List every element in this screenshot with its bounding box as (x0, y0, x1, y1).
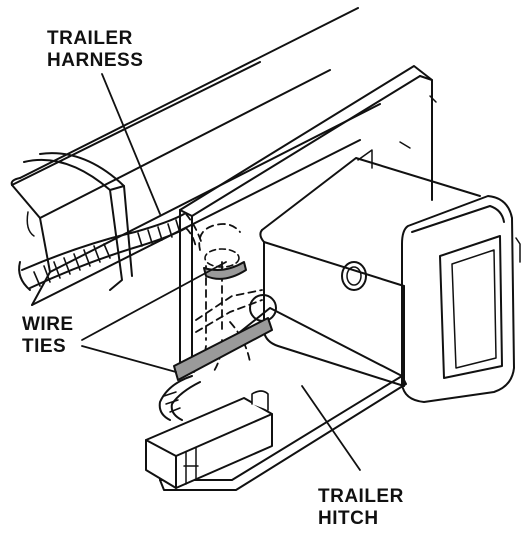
trailer-harness-cable (18, 213, 187, 291)
connector-cable (158, 375, 201, 421)
trailer-harness-label: TRAILER HARNESS (47, 28, 143, 72)
receiver-collar (401, 195, 521, 403)
wire-tie-lower (173, 317, 273, 381)
receiver-tube (259, 157, 481, 387)
trailer-harness-label-line-2: HARNESS (47, 50, 144, 71)
wire-tie-leader-upper (81, 261, 227, 341)
hitch-mounting-plate (179, 65, 433, 371)
wire-tie-upper (203, 248, 247, 280)
wire-tie-leader-lower (81, 345, 177, 373)
wire-ties-label-line-1: WIRE (22, 314, 74, 335)
frame-strap (23, 152, 133, 291)
trailer-plug-connector (145, 390, 273, 489)
trailer-hitch-label-line-2: HITCH (318, 508, 379, 529)
harness-leader-line (101, 73, 161, 215)
trailer-hitch-label: TRAILER HITCH (318, 486, 404, 530)
hitch-leader-line (301, 385, 361, 471)
leader-lines (81, 73, 361, 471)
wire-ties-label-line-2: TIES (22, 336, 67, 357)
wire-ties-label: WIRE TIES (22, 314, 74, 358)
trailer-harness-label-line-1: TRAILER (47, 28, 133, 49)
trailer-hitch-label-line-1: TRAILER (318, 486, 404, 507)
